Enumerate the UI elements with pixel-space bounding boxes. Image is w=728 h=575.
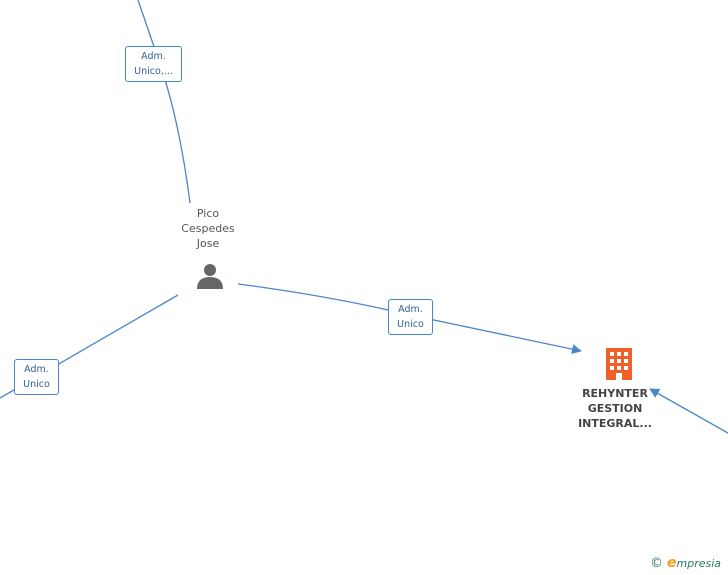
edge-label-left-line-1: Adm. <box>24 364 49 375</box>
copyright-icon: © <box>650 556 663 571</box>
edge-right-line <box>649 388 728 434</box>
empresia-watermark: © empresia <box>650 555 721 571</box>
edge-label-left[interactable]: Adm. Unico <box>14 359 59 395</box>
company-node-label[interactable]: REHYNTER GESTION INTEGRAL... <box>565 386 665 431</box>
company-name-line-1: REHYNTER <box>582 387 648 400</box>
person-name-line-3: Jose <box>196 237 220 250</box>
person-icon[interactable] <box>196 262 224 290</box>
edge-label-person-company-line-1: Adm. <box>398 304 423 315</box>
empresia-brand: mpresia <box>676 557 722 570</box>
empresia-logo-e: e <box>667 555 677 571</box>
edge-label-person-company-line-2: Unico <box>397 319 424 330</box>
person-node-label[interactable]: Pico Cespedes Jose <box>163 206 253 251</box>
company-name-line-3: INTEGRAL... <box>578 417 652 430</box>
edge-label-top-line-2: Unico,... <box>134 66 173 77</box>
edge-label-top-line-1: Adm. <box>141 51 166 62</box>
edge-label-left-line-2: Unico <box>23 379 50 390</box>
edge-top-line <box>137 0 191 204</box>
person-name-line-1: Pico <box>196 207 220 220</box>
person-name-line-2: Cespedes <box>181 222 235 235</box>
building-icon[interactable] <box>603 347 635 381</box>
edge-label-person-company[interactable]: Adm. Unico <box>388 299 433 335</box>
edge-label-top[interactable]: Adm. Unico,... <box>125 46 182 82</box>
company-name-line-2: GESTION <box>587 402 643 415</box>
